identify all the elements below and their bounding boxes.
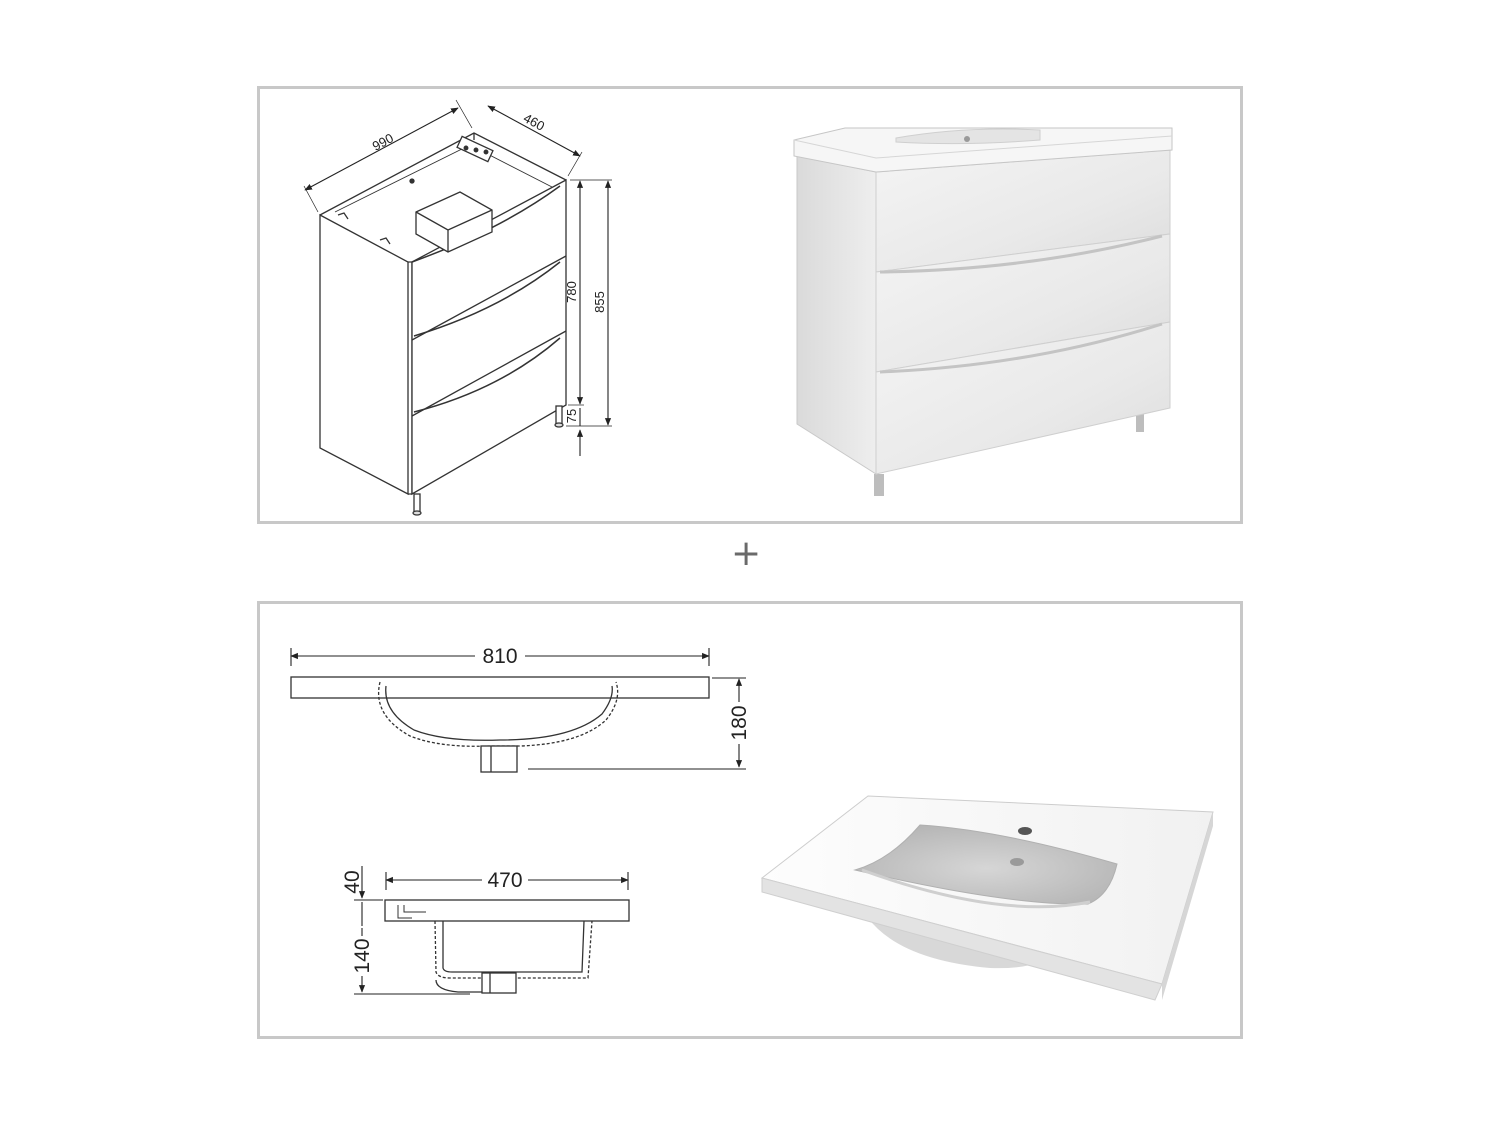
cabinet-line-drawing	[319, 132, 567, 516]
dim-bowl-depth-label: 140	[351, 938, 374, 973]
dim-side-depth-label: 470	[487, 869, 522, 892]
basin-front-drawing	[290, 676, 710, 773]
dim-front-height-label: 180	[728, 705, 751, 740]
cabinet-render	[793, 127, 1173, 496]
dim-top-thickness-label: 40	[341, 870, 364, 893]
basin-front-dimensions	[290, 648, 746, 770]
basin-side-drawing	[384, 899, 630, 994]
dim-body-height-label: 780	[564, 281, 579, 303]
plus-icon: +	[731, 533, 762, 574]
basin-render	[760, 795, 1214, 1001]
dim-width-label: 990	[370, 130, 396, 153]
dim-leg-height-label: 75	[564, 409, 579, 423]
dim-total-height-label: 855	[592, 291, 607, 313]
cabinet-dimensions	[303, 99, 612, 456]
dim-depth-label: 460	[521, 110, 547, 133]
dim-front-width-label: 810	[482, 645, 517, 668]
basin-side-dimensions	[354, 866, 629, 995]
